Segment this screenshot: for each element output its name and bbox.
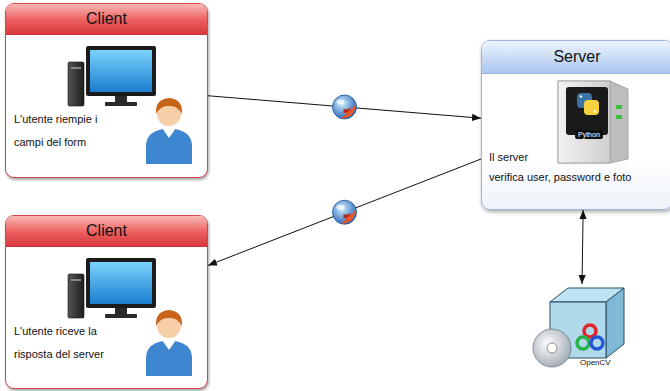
pc-tower: [68, 62, 84, 106]
server-box: Server Il server verifica user, password …: [481, 40, 670, 210]
globe-swirl: [341, 104, 356, 118]
box-heading: Client: [6, 4, 207, 35]
cd-hole: [547, 343, 557, 353]
globe-swirl: [344, 212, 352, 218]
globe-sphere: [333, 200, 357, 224]
connector-arrow: [208, 159, 481, 265]
box-heading: Client: [6, 216, 207, 247]
server-front: [558, 81, 610, 163]
server-side: [558, 81, 628, 163]
drive-slot: [71, 279, 81, 281]
globe-sphere: [333, 95, 357, 119]
label-holder: Python: [575, 123, 603, 141]
monitor-base: [105, 314, 137, 318]
monitor-base: [105, 102, 137, 106]
box-body-text: L'utente riceve la risposta del server: [14, 320, 114, 366]
cd-disc: [533, 329, 571, 367]
globe-highlight: [337, 205, 345, 210]
person-hair: [156, 98, 182, 114]
cube-side: [606, 288, 624, 358]
globe-group: [333, 95, 357, 224]
box-heading: Server: [482, 41, 670, 74]
python-logo-eye: [580, 95, 582, 97]
person-collar: [162, 340, 176, 350]
globe-swirl: [341, 209, 356, 223]
wrap-spacer: [547, 147, 667, 165]
pc-tower: [68, 274, 84, 318]
python-panel: [566, 87, 608, 135]
logo-ring-green: [577, 337, 589, 349]
client-box: ClientL'utente riceve la risposta del se…: [5, 215, 208, 389]
monitor-screen: [90, 50, 152, 92]
network-globe: [333, 200, 357, 224]
person-body: [146, 340, 192, 376]
person-body: [146, 128, 192, 164]
globe-highlight: [337, 99, 345, 104]
box-body-text: Il server verifica user, password e foto: [489, 147, 667, 187]
drive-slot: [71, 67, 81, 69]
monitor-screen: [90, 262, 152, 304]
monitor-neck: [115, 96, 127, 103]
logo-ring-blue: [591, 337, 603, 349]
server-led: [616, 105, 622, 109]
logo-label: Python: [575, 130, 603, 139]
person-collar: [162, 128, 176, 138]
box-body-text: OpenCV: [580, 358, 630, 368]
connector-arrow: [582, 210, 583, 284]
server-led: [616, 115, 622, 119]
client-box: ClientL'utente riempie i campi del form: [5, 3, 208, 178]
connector-arrow: [208, 96, 481, 118]
logo-ring-red: [584, 325, 596, 337]
monitor-neck: [115, 308, 127, 315]
monitor-frame: [86, 46, 156, 96]
opencv-node: OpenCV: [528, 284, 636, 376]
box-body-text: L'utente riempie i campi del form: [14, 108, 114, 154]
network-globe: [333, 95, 357, 119]
python-logo-yellow: [584, 100, 599, 115]
person-hair: [156, 310, 182, 326]
python-logo-eye: [594, 110, 596, 112]
globe-swirl: [344, 107, 352, 113]
monitor-frame: [86, 258, 156, 308]
